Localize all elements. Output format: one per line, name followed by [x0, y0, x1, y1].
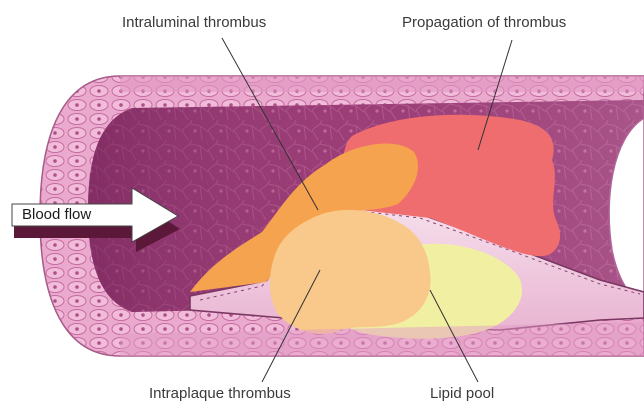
label-intraplaque-thrombus: Intraplaque thrombus	[149, 385, 291, 402]
label-lipid-pool: Lipid pool	[430, 385, 494, 402]
label-blood-flow: Blood flow	[22, 206, 91, 223]
label-intraluminal-thrombus: Intraluminal thrombus	[122, 14, 266, 31]
label-propagation-of-thrombus: Propagation of thrombus	[402, 14, 566, 31]
